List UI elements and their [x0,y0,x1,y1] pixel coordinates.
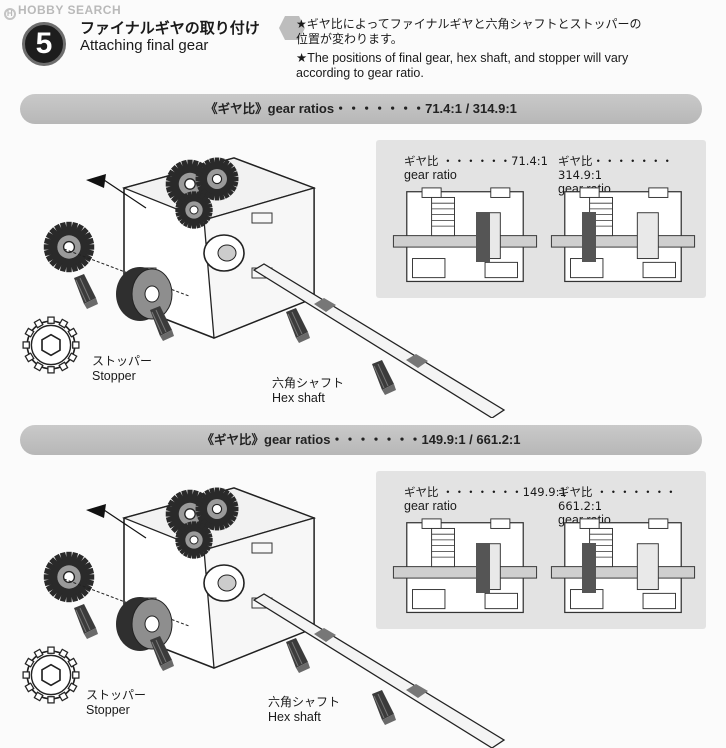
note-en-line1: ★The positions of final gear, hex shaft,… [296,51,629,65]
hex-gear-2 [20,644,82,706]
ratio-label-1b-ja: ギヤ比・・・・・・・314.9:1 [558,154,673,182]
stopper-label-1-en: Stopper [92,369,136,383]
ratio-label-2b-ja: ギヤ比 ・・・・・・・661.2:1 [558,485,677,513]
section-bar-1: 《ギヤ比》gear ratios・・・・・・・71.4:1 / 314.9:1 [20,94,702,124]
final-gear-position-1b [582,212,596,262]
ratio-label-2a-en: gear ratio [404,499,457,513]
stopper-label-1-ja: ストッパー [92,354,153,368]
ratio-panel-1: ギヤ比 ・・・・・・71.4:1 gear ratio ギヤ比・・・・・・・31… [376,140,706,298]
hex-shaft-2 [252,593,506,748]
section-bar-2-en: gear ratios・・・・・・・149.9:1 / 661.2:1 [264,432,521,447]
grease-icon-2c [285,638,311,674]
ratio-schematic-2a [392,518,538,614]
gearbox-assembly-2 [20,486,506,748]
watermark-text: HOBBY SEARCH [18,3,122,17]
ratio-schematic-2b [550,518,696,614]
gearbox-assembly-1 [20,156,506,418]
stopper-2 [116,597,173,651]
hex-shaft-label-1-ja: 六角シャフト [272,376,345,390]
grease-icon-1d [371,360,397,396]
ratio-schematic-1a [392,187,538,283]
direction-arrow-1 [86,174,106,188]
step-title-en: Attaching final gear [80,37,209,54]
stopper-callout-1: ストッパー Stopper [92,354,152,384]
step-number-badge: 5 [22,22,66,66]
final-gear-1 [42,220,96,274]
final-gear-position-2a [476,543,490,593]
note-ja: ★ギヤ比によってファイナルギヤと六角シャフトとストッパーの 位置が変わります。 [296,17,716,47]
grease-icon-1a [73,274,99,310]
step-title-ja: ファイナルギヤの取り付け [80,19,260,37]
stopper-label-2-ja: ストッパー [86,688,147,702]
grease-icon-2d [371,690,397,726]
section-bar-1-ja: 《ギヤ比》 [205,101,268,116]
hex-shaft-label-1-en: Hex shaft [272,391,325,405]
section-bar-2: 《ギヤ比》gear ratios・・・・・・・149.9:1 / 661.2:1 [20,425,702,455]
stopper-label-2-en: Stopper [86,703,130,717]
direction-arrow-2 [86,504,106,518]
hex-shaft-callout-1: 六角シャフト Hex shaft [272,376,344,406]
final-gear-position-1a [476,212,490,262]
final-gear-2 [42,550,96,604]
hex-gear-1 [20,314,82,376]
stopper-callout-2: ストッパー Stopper [86,688,146,718]
watermark-logo-icon: H [4,8,16,20]
final-gear-position-2b [582,543,596,593]
note-en-line2: according to gear ratio. [296,66,424,80]
stopper-1 [116,267,173,321]
ratio-label-1a-en: gear ratio [404,168,457,182]
grease-icon-2a [73,604,99,640]
ratio-label-1a-ja: ギヤ比 ・・・・・・71.4:1 [404,154,548,168]
gearbox-housing-1 [121,157,317,339]
section-bar-1-en: gear ratios・・・・・・・71.4:1 / 314.9:1 [267,101,517,116]
grease-icon-1c [285,308,311,344]
note-ja-line1: ★ギヤ比によってファイナルギヤと六角シャフトとストッパーの [296,17,642,31]
ratio-label-2a: ギヤ比 ・・・・・・・149.9:1 gear ratio [404,485,567,513]
hex-shaft-1 [252,263,506,418]
note-en: ★The positions of final gear, hex shaft,… [296,51,716,81]
note-ja-line2: 位置が変わります。 [296,32,403,46]
ratio-label-1a: ギヤ比 ・・・・・・71.4:1 gear ratio [404,154,548,182]
ratio-panel-2: ギヤ比 ・・・・・・・149.9:1 gear ratio ギヤ比 ・・・・・・… [376,471,706,629]
ratio-schematic-1b [550,187,696,283]
section-bar-2-ja: 《ギヤ比》 [201,432,264,447]
ratio-label-2a-ja: ギヤ比 ・・・・・・・149.9:1 [404,485,567,499]
hex-shaft-label-2-ja: 六角シャフト [268,695,341,709]
hex-shaft-label-2-en: Hex shaft [268,710,321,724]
note-hex-icon [279,16,305,40]
hex-shaft-callout-2: 六角シャフト Hex shaft [268,695,340,725]
